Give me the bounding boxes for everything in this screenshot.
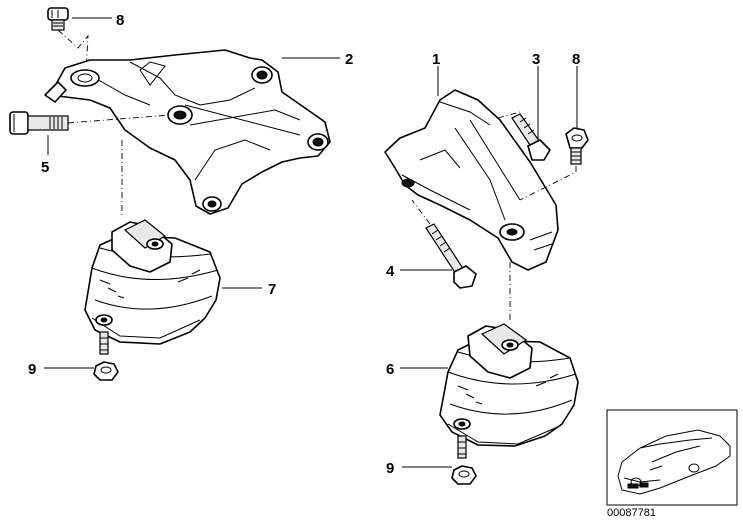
- nut-9-left: [93, 361, 119, 381]
- callout-7: 7: [268, 281, 276, 298]
- bolt-8-left: [47, 7, 69, 31]
- engine-mount-6: [439, 323, 579, 459]
- engine-bracket-1: [384, 89, 559, 271]
- engine-bracket-2: [44, 49, 331, 215]
- bolt-4: [425, 223, 477, 289]
- callout-6: 6: [386, 361, 394, 378]
- vehicle-thumbnail: [606, 409, 738, 506]
- callout-1: 1: [432, 51, 440, 68]
- engine-mount-7: [84, 219, 221, 355]
- callout-5: 5: [41, 159, 49, 176]
- callout-3: 3: [532, 51, 540, 68]
- callout-9-right: 9: [386, 460, 394, 477]
- callout-4: 4: [386, 263, 395, 280]
- diagram-id: 00087781: [607, 507, 656, 519]
- callout-8-right: 8: [572, 51, 580, 68]
- bolt-8-right: [565, 127, 589, 165]
- bolt-5: [9, 111, 69, 135]
- bolt-3: [511, 113, 551, 161]
- callout-9-left: 9: [28, 361, 36, 378]
- nut-9-right: [451, 465, 477, 485]
- callout-8-left: 8: [116, 12, 124, 29]
- callout-2: 2: [345, 51, 353, 68]
